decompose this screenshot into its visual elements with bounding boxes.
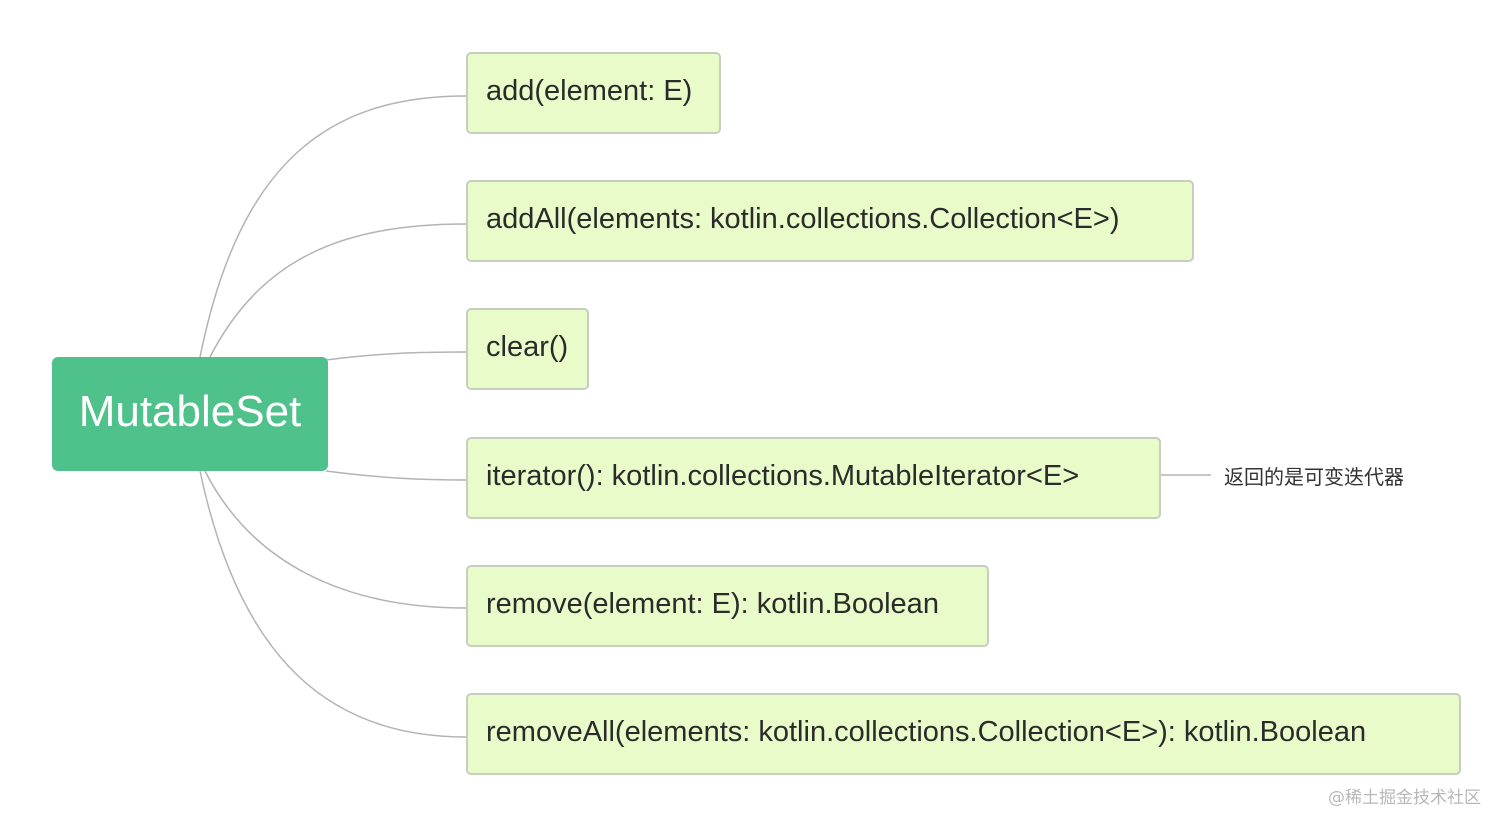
method-node-clear[interactable]: clear() [466, 308, 589, 390]
connector-addall [209, 223, 467, 358]
watermark: @稀土掘金技术社区 [1328, 788, 1481, 808]
method-node-removeall[interactable]: removeAll(elements: kotlin.collections.C… [466, 693, 1461, 775]
connector-remove [204, 470, 467, 609]
iterator-note[interactable]: 返回的是可变迭代器 [1224, 464, 1404, 489]
root-node[interactable]: MutableSet [52, 357, 328, 471]
connector-add [199, 95, 467, 358]
connector-removeall [199, 470, 467, 738]
connector-iterator [325, 470, 467, 481]
connector-clear [325, 351, 467, 361]
method-node-addall[interactable]: addAll(elements: kotlin.collections.Coll… [466, 180, 1194, 262]
method-node-remove[interactable]: remove(element: E): kotlin.Boolean [466, 565, 989, 647]
method-node-add[interactable]: add(element: E) [466, 52, 721, 134]
method-node-iterator[interactable]: iterator(): kotlin.collections.MutableIt… [466, 437, 1161, 519]
